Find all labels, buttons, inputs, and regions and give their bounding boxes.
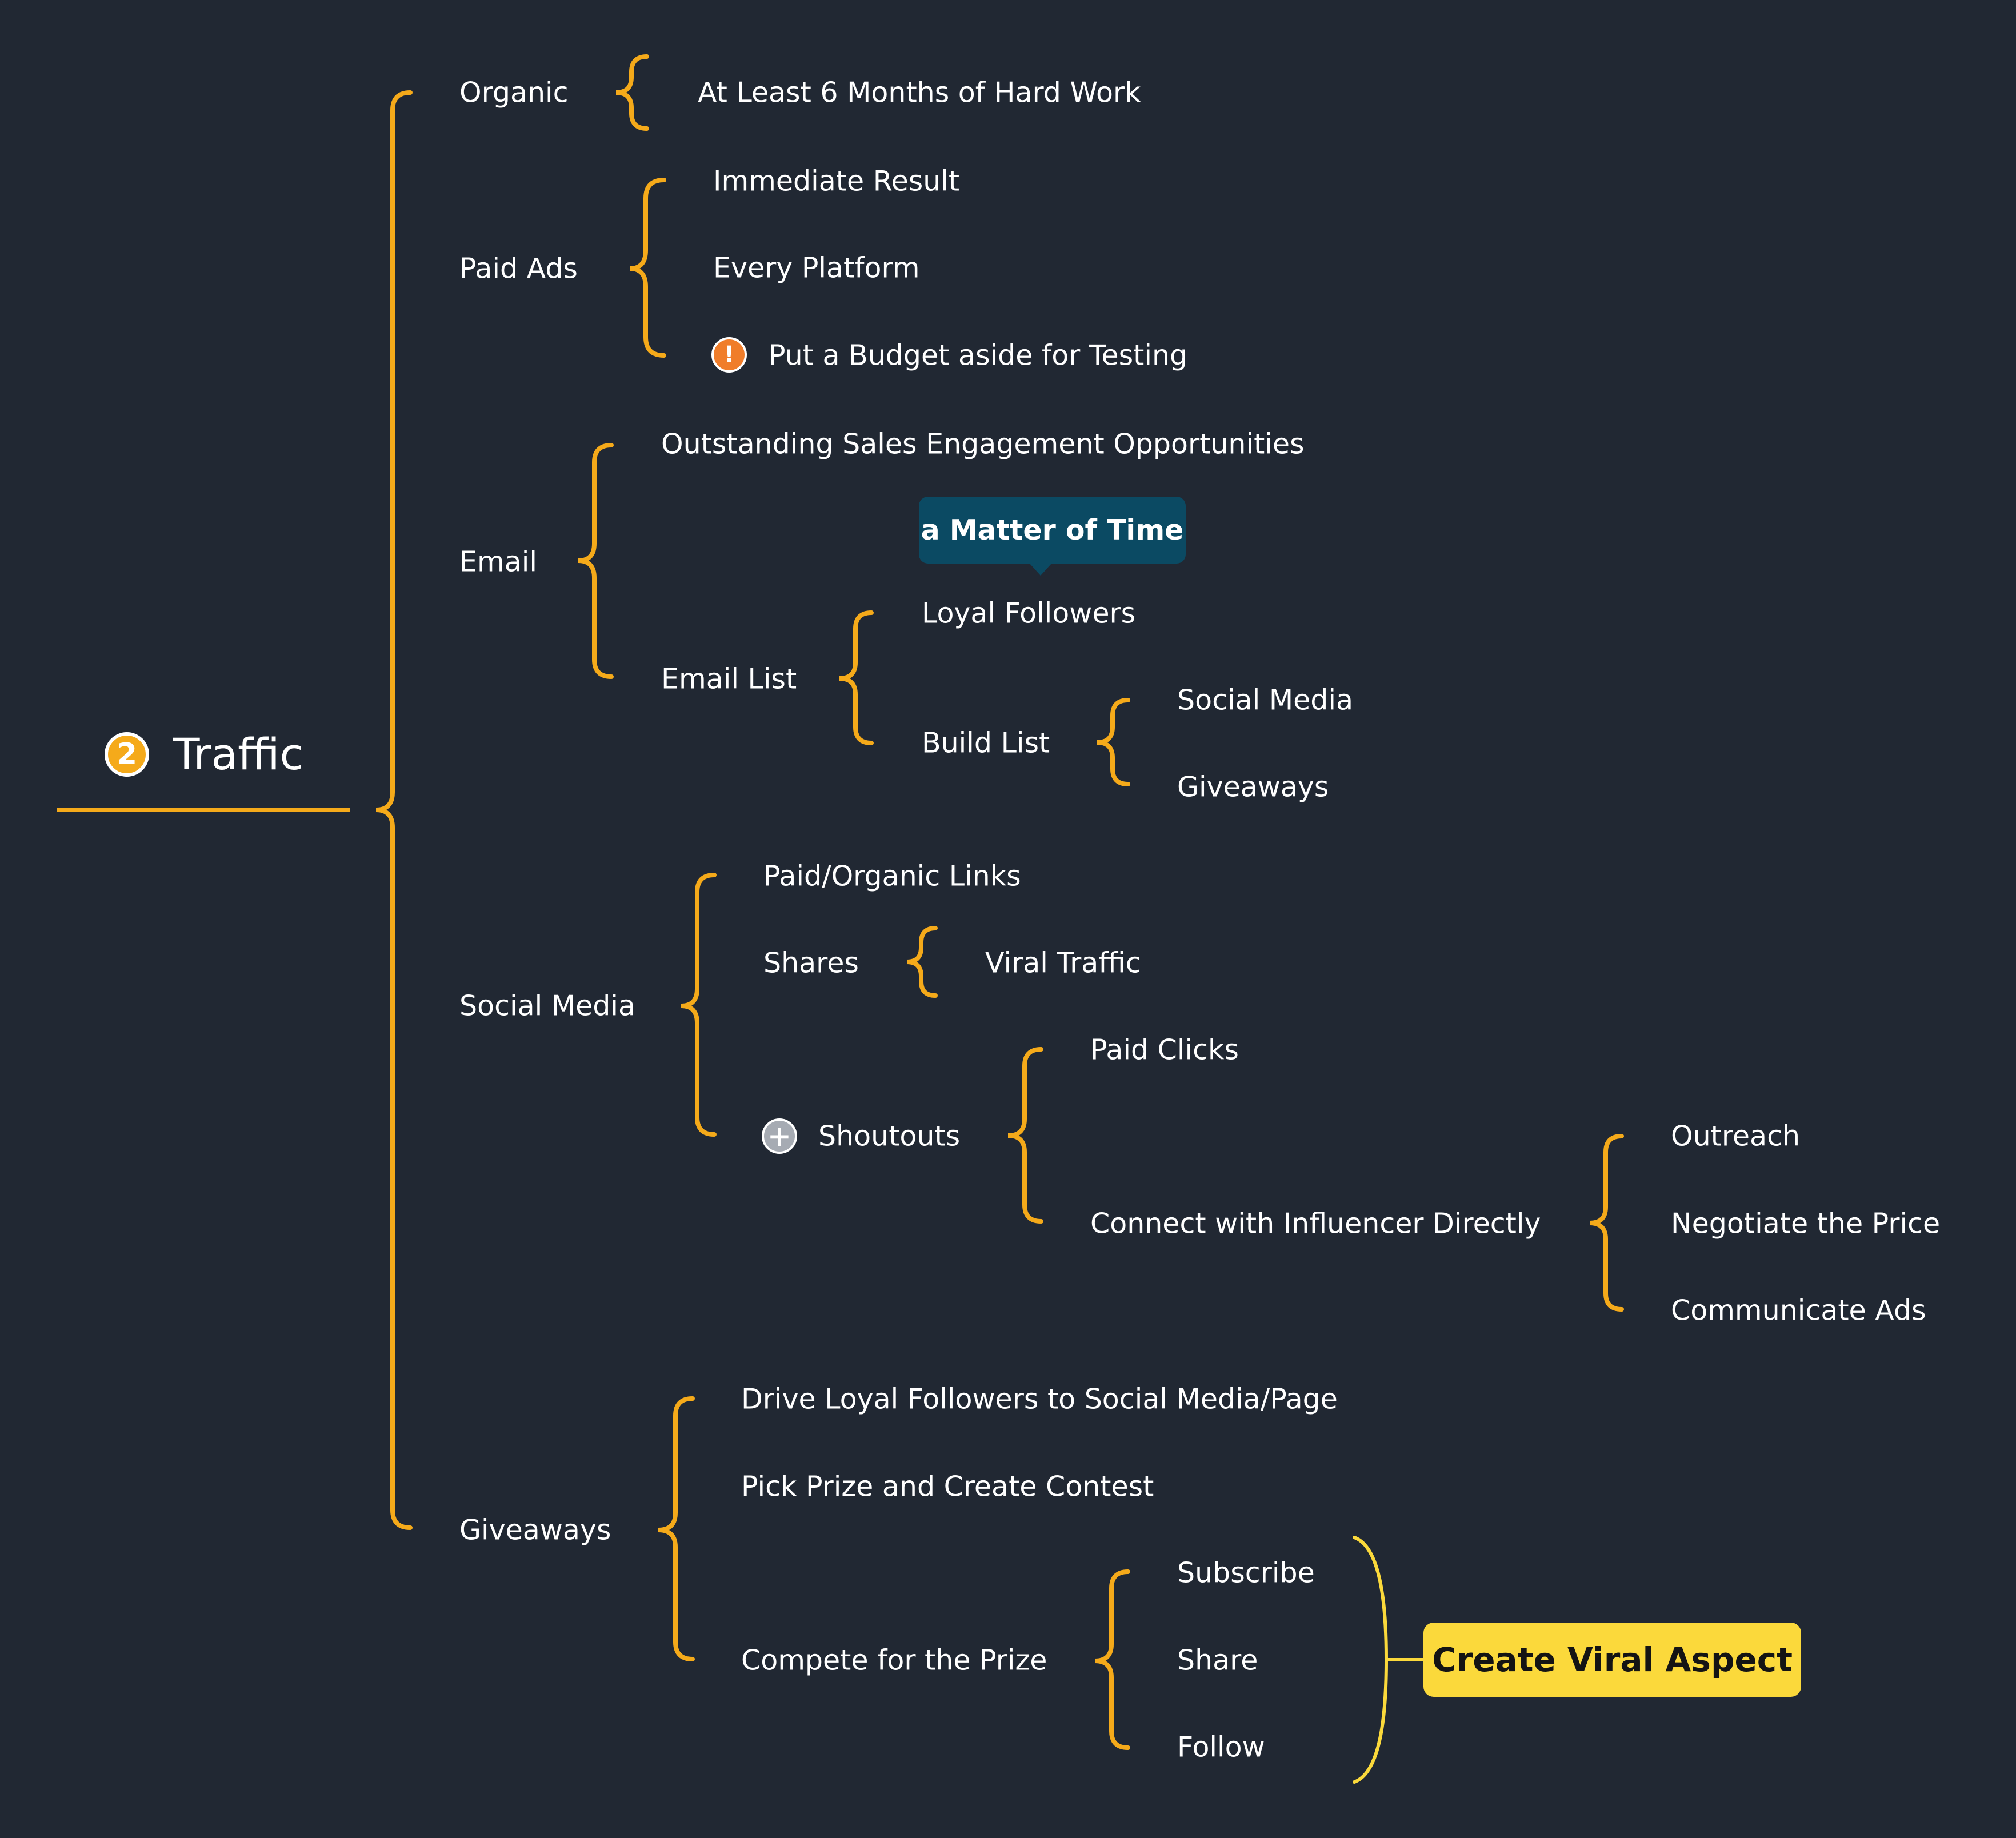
callout-pointer (1029, 563, 1052, 576)
exclamation-icon[interactable]: ! (711, 337, 747, 373)
node-viral-traffic[interactable]: Viral Traffic (985, 946, 1141, 980)
node-paid-organic-links[interactable]: Paid/Organic Links (763, 860, 1021, 893)
node-budget-testing[interactable]: Put a Budget aside for Testing (769, 339, 1188, 372)
node-build-giveaways[interactable]: Giveaways (1177, 770, 1329, 804)
node-connect-influencer[interactable]: Connect with Influencer Directly (1090, 1207, 1541, 1240)
node-paid-ads[interactable]: Paid Ads (459, 252, 578, 285)
node-organic[interactable]: Organic (459, 76, 569, 109)
summary-create-viral-aspect[interactable]: Create Viral Aspect (1423, 1623, 1801, 1697)
compete-brace (1094, 1569, 1130, 1750)
node-shoutouts[interactable]: Shoutouts (818, 1120, 961, 1153)
node-build-list[interactable]: Build List (922, 726, 1050, 760)
callout-matter-of-time[interactable]: a Matter of Time (919, 497, 1186, 564)
node-outreach[interactable]: Outreach (1671, 1120, 1801, 1153)
node-follow[interactable]: Follow (1177, 1731, 1265, 1764)
email-list-brace (839, 610, 874, 745)
node-subscribe[interactable]: Subscribe (1177, 1556, 1315, 1589)
root-topic-traffic[interactable]: Traffic (173, 729, 304, 780)
shoutouts-brace (1007, 1047, 1043, 1224)
node-loyal-followers[interactable]: Loyal Followers (922, 597, 1136, 630)
node-communicate-ads[interactable]: Communicate Ads (1671, 1294, 1926, 1327)
connect-brace (1589, 1134, 1624, 1312)
node-email-list[interactable]: Email List (661, 662, 797, 696)
node-shares[interactable]: Shares (763, 946, 859, 980)
email-brace (578, 443, 614, 679)
plus-icon[interactable]: + (762, 1118, 797, 1154)
node-share[interactable]: Share (1177, 1644, 1258, 1677)
node-every-platform[interactable]: Every Platform (713, 251, 920, 285)
node-social-media[interactable]: Social Media (459, 989, 636, 1022)
node-compete-prize[interactable]: Compete for the Prize (741, 1644, 1047, 1677)
giveaways-brace (658, 1396, 695, 1661)
topic-number-badge: 2 (105, 732, 149, 777)
node-drive-followers[interactable]: Drive Loyal Followers to Social Media/Pa… (741, 1383, 1338, 1416)
organic-brace (615, 54, 649, 131)
shares-brace (906, 926, 938, 998)
node-pick-prize[interactable]: Pick Prize and Create Contest (741, 1470, 1154, 1503)
node-negotiate-price[interactable]: Negotiate the Price (1671, 1207, 1941, 1240)
node-hard-work[interactable]: At Least 6 Months of Hard Work (698, 76, 1141, 109)
build-list-brace (1097, 698, 1130, 786)
node-immediate-result[interactable]: Immediate Result (713, 165, 960, 198)
node-paid-clicks[interactable]: Paid Clicks (1090, 1033, 1239, 1066)
summary-bracket (1353, 1536, 1389, 1784)
node-email[interactable]: Email (459, 545, 537, 578)
root-brace (375, 90, 413, 1530)
node-giveaways[interactable]: Giveaways (459, 1513, 611, 1547)
node-build-social-media[interactable]: Social Media (1177, 684, 1354, 717)
social-media-brace (681, 873, 717, 1137)
paid-ads-brace (629, 178, 666, 358)
node-sales-opportunities[interactable]: Outstanding Sales Engagement Opportuniti… (661, 427, 1305, 461)
